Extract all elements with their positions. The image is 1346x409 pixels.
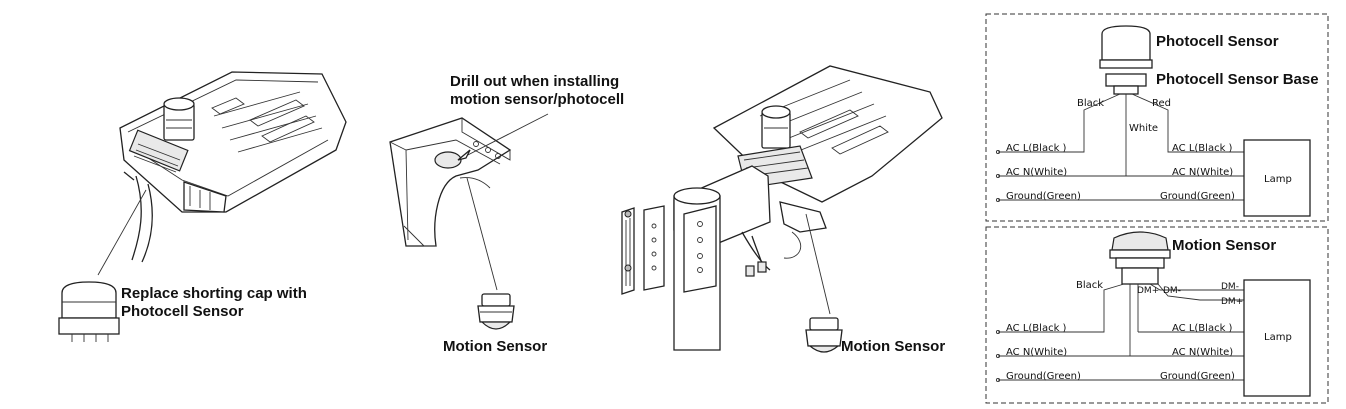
drill-callout-line2: motion sensor/photocell [450, 91, 624, 108]
photocell-base-symbol-icon [1105, 73, 1147, 95]
dm-plus-lamp: DM+ [1221, 297, 1243, 307]
acl-left-top: AC L(Black ) [1006, 143, 1067, 154]
pole-assembly-illustration [621, 65, 943, 353]
photocell-title: Photocell Sensor [1156, 33, 1279, 50]
acl-right-top: AC L(Black ) [1172, 143, 1233, 154]
drill-callout-line1: Drill out when installing [450, 73, 619, 90]
gnd-right-top: Ground(Green) [1160, 191, 1235, 202]
lamp-box-bottom [1243, 279, 1311, 397]
gnd-left-bottom: Ground(Green) [1006, 371, 1081, 382]
motion-sensor-wiring-diagram [985, 226, 1329, 404]
acl-right-bottom: AC L(Black ) [1172, 323, 1233, 334]
lamp-label-bottom: Lamp [1264, 332, 1292, 343]
gnd-left-top: Ground(Green) [1006, 191, 1081, 202]
acn-left-top: AC N(White) [1006, 167, 1067, 178]
acn-right-bottom: AC N(White) [1172, 347, 1233, 358]
acn-left-bottom: AC N(White) [1006, 347, 1067, 358]
motion-sensor-callout-right: Motion Sensor [841, 338, 945, 355]
motion-sensor-title: Motion Sensor [1172, 237, 1276, 254]
fixture-illustration-left [58, 71, 347, 342]
acl-left-bottom: AC L(Black ) [1006, 323, 1067, 334]
photocell-callout-line2: Photocell Sensor [121, 303, 244, 320]
leader-line-drill [457, 113, 549, 161]
photocell-callout-line1: Replace shorting cap with [121, 285, 307, 302]
motion-sensor-icon-right [805, 317, 843, 353]
dm-plus-sensor: DM+ [1137, 286, 1159, 296]
gnd-right-bottom: Ground(Green) [1160, 371, 1235, 382]
wire-white-top: White [1129, 123, 1158, 134]
dm-minus-lamp: DM- [1221, 282, 1239, 292]
motion-sensor-icon-left [477, 293, 515, 330]
photocell-on-fixture-right-icon [761, 105, 791, 149]
motion-sensor-callout-left: Motion Sensor [443, 338, 547, 355]
lamp-label-top: Lamp [1264, 174, 1292, 185]
wire-red-top: Red [1152, 98, 1171, 109]
lamp-box-top [1243, 139, 1311, 217]
wire-black-bottom: Black [1076, 280, 1103, 291]
photocell-wiring-diagram [985, 13, 1329, 222]
photocell-sensor-icon [58, 281, 120, 342]
photocell-base-title: Photocell Sensor Base [1156, 71, 1319, 88]
acn-right-top: AC N(White) [1172, 167, 1233, 178]
photocell-on-fixture-icon [163, 97, 195, 141]
leader-line-photocell [97, 189, 147, 276]
wire-black-top: Black [1077, 98, 1104, 109]
mounting-arm-illustration [389, 113, 549, 330]
motion-sensor-symbol-icon [1109, 231, 1171, 285]
dm-minus-sensor: DM- [1163, 286, 1181, 296]
photocell-sensor-symbol-icon [1099, 25, 1153, 69]
